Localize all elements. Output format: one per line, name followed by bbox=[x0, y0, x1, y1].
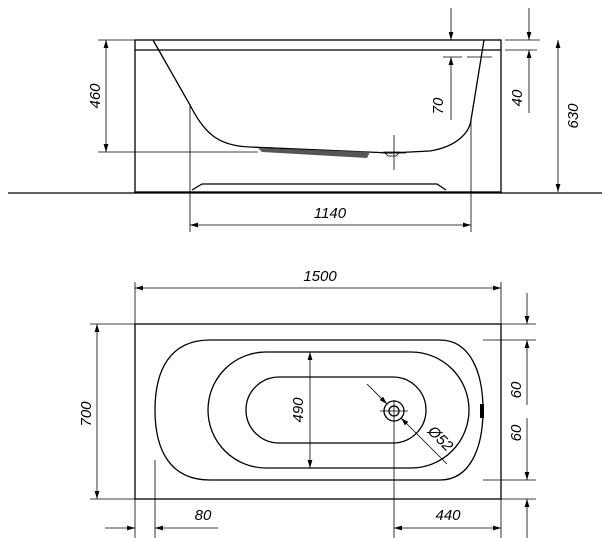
dim-460-label: 460 bbox=[87, 83, 104, 109]
dim-700-label: 700 bbox=[78, 401, 95, 427]
dim-440-label: 440 bbox=[435, 507, 461, 524]
dim-60-top-label: 60 bbox=[508, 381, 525, 398]
dim-80-label: 80 bbox=[195, 507, 212, 524]
top-view: 1500 700 490 Ø52 60 60 80 440 bbox=[78, 268, 536, 538]
bath-side-outline bbox=[134, 39, 502, 193]
drain-outlet bbox=[383, 151, 401, 157]
dim-1500-label: 1500 bbox=[303, 268, 337, 285]
inner-bowl bbox=[245, 376, 427, 444]
dim-diameter-arrow-out bbox=[400, 417, 448, 465]
dim-490-label: 490 bbox=[290, 397, 307, 423]
middle-bowl bbox=[207, 351, 470, 469]
support-base bbox=[191, 183, 447, 191]
side-view: 460 1140 70 40 630 bbox=[8, 8, 602, 232]
dim-630-label: 630 bbox=[565, 103, 582, 129]
dim-70-label: 70 bbox=[430, 97, 447, 114]
drain-channel bbox=[258, 148, 370, 158]
dim-60-bottom-label: 60 bbox=[508, 424, 525, 441]
dim-1140-label: 1140 bbox=[314, 205, 347, 222]
outer-bowl bbox=[154, 339, 484, 481]
dim-diameter-label: Ø52 bbox=[423, 422, 456, 455]
dim-40-label: 40 bbox=[509, 89, 526, 106]
tub-profile bbox=[152, 39, 485, 154]
bath-top-outline bbox=[134, 323, 502, 500]
overflow-mark bbox=[480, 404, 484, 418]
dim-diameter-arrow-in bbox=[366, 383, 388, 405]
